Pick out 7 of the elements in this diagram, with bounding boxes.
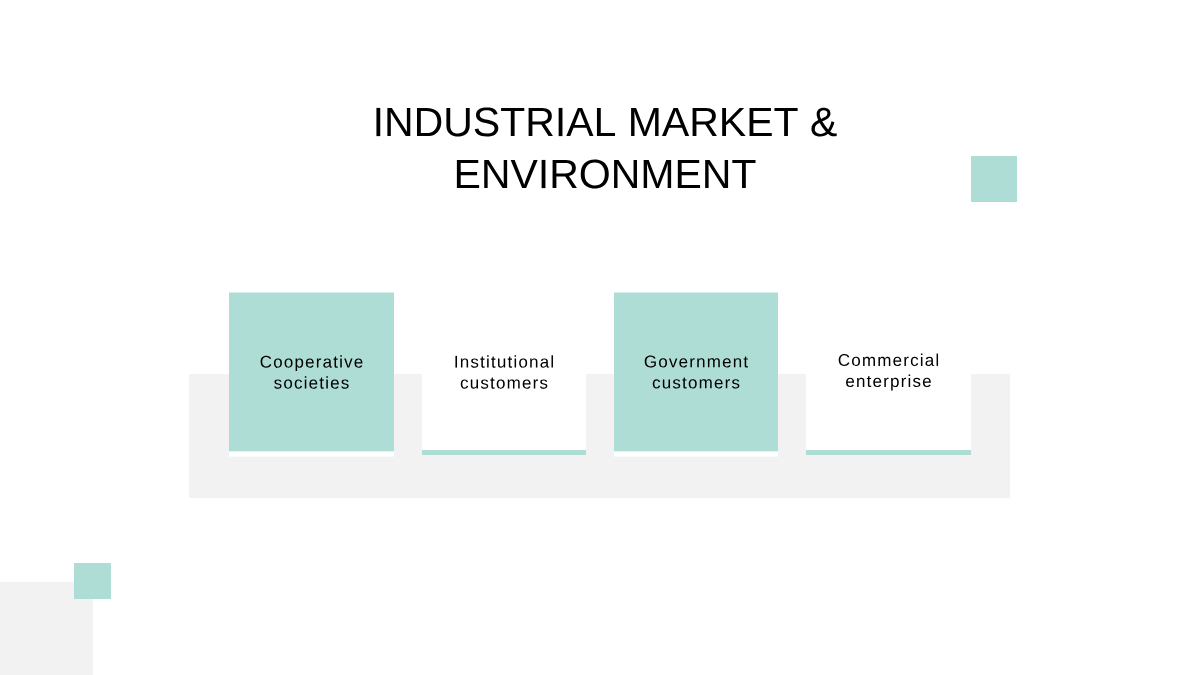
card-label: Institutional customers xyxy=(455,355,553,389)
category-card xyxy=(806,353,971,455)
title: INDUSTRIAL MARKET & ENVIRONMENT xyxy=(376,107,837,189)
category-card: Cooperative societies xyxy=(229,292,394,457)
category-card xyxy=(422,355,586,455)
card-label: Commercial enterprise xyxy=(838,353,939,391)
category-card: Government customers xyxy=(614,292,778,457)
